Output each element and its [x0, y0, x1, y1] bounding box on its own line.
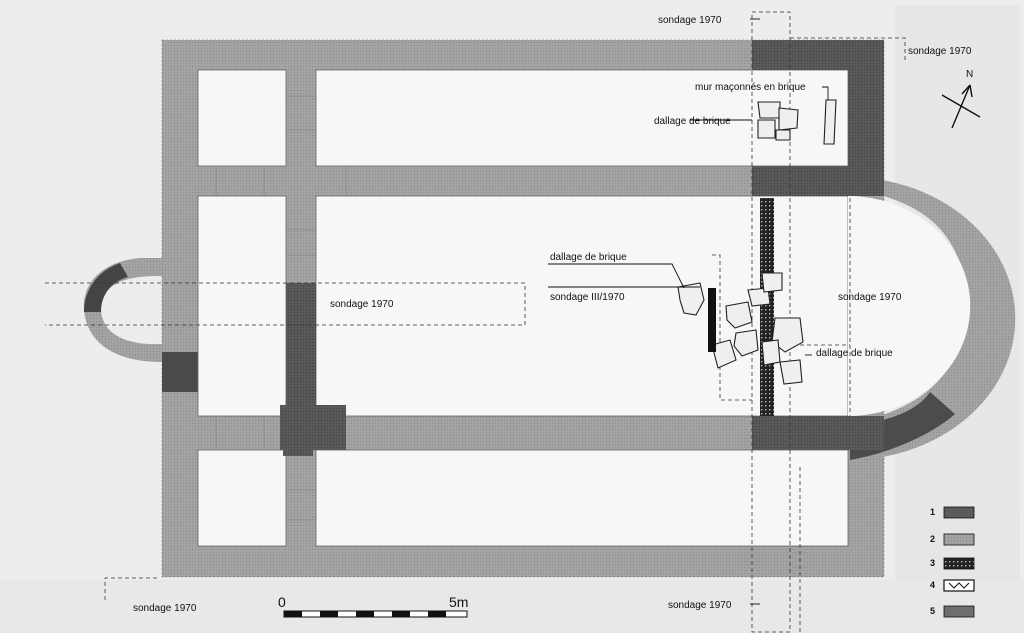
label-sondage-bottom-left: sondage 1970 [133, 603, 197, 614]
excavation-outlines [45, 11, 906, 633]
legend-key-2: 2 [930, 534, 935, 544]
label-dallage-top: dallage de brique [654, 116, 731, 127]
legend: 1 2 3 4 5 [930, 506, 975, 618]
legend-swatch-4 [943, 579, 975, 592]
label-sondage-iii: sondage III/1970 [550, 292, 625, 303]
brick-paving-fragments [677, 99, 837, 385]
label-sondage-mid-left: sondage 1970 [330, 299, 394, 310]
label-mur-maconne: mur maçonnés en brique [695, 82, 806, 93]
label-dallage-left: dallage de brique [550, 252, 627, 263]
scale-end-label: 5m [449, 594, 468, 610]
legend-swatch-2 [943, 533, 975, 546]
legend-swatch-5 [943, 605, 975, 618]
legend-key-4: 4 [930, 580, 935, 590]
label-sondage-top-right: sondage 1970 [908, 46, 972, 57]
label-dallage-right: dallage de brique [816, 348, 893, 359]
legend-swatch-4-pattern [948, 582, 970, 589]
label-sondage-bottom-mid: sondage 1970 [668, 600, 732, 611]
legend-key-3: 3 [930, 558, 935, 568]
label-sondage-mid-right: sondage 1970 [838, 292, 902, 303]
scale-start-label: 0 [278, 594, 286, 610]
legend-swatch-1 [943, 506, 975, 519]
north-label: N [966, 69, 973, 80]
legend-key-1: 1 [930, 507, 935, 517]
legend-key-5: 5 [930, 606, 935, 616]
legend-swatch-3 [943, 557, 975, 570]
north-arrow-icon [941, 84, 981, 129]
brick-wall-stub [708, 288, 716, 352]
label-sondage-top: sondage 1970 [658, 15, 722, 26]
scale-bar: 0 5m [278, 594, 468, 618]
label-leaders [548, 18, 829, 605]
building-walls [83, 39, 1016, 578]
